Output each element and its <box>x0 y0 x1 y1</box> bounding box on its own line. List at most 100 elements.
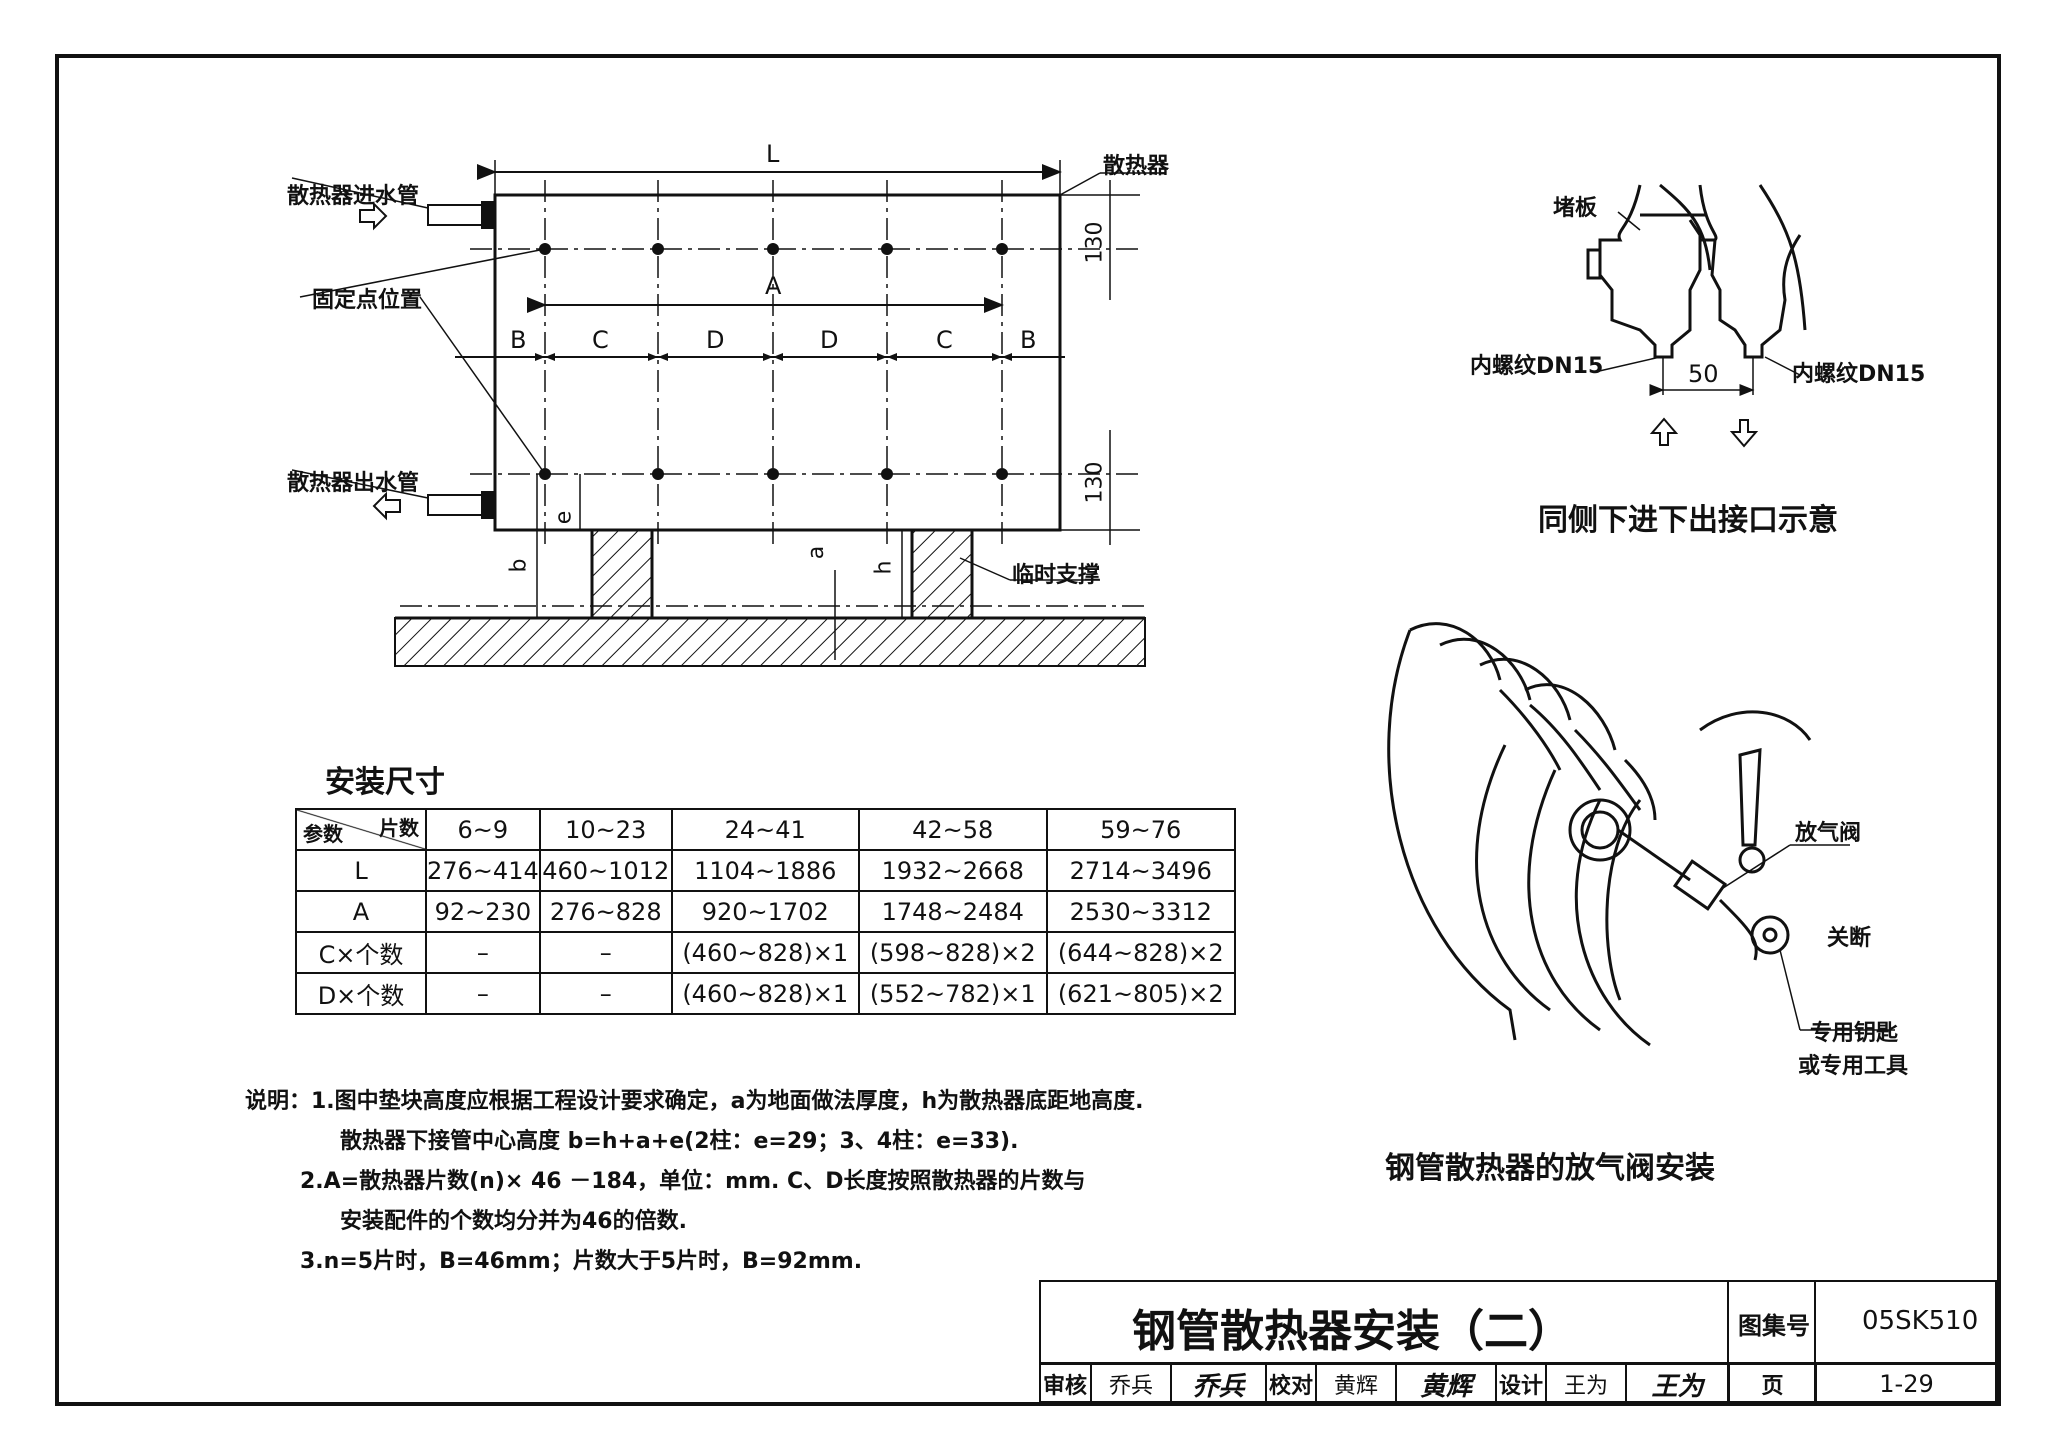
left-thread-label: 内螺纹DN15 <box>1470 354 1604 379</box>
table-cell: 460~1012 <box>538 849 673 892</box>
table-cell: 276~828 <box>538 890 673 933</box>
inlet-pipe-label: 散热器进水管 <box>287 184 420 209</box>
up-arrow-icon <box>1649 417 1679 446</box>
checker-signature: 黄辉 <box>1395 1363 1495 1403</box>
title-block-bottom-row: 审核 乔兵 乔兵 校对 黄辉 黄辉 设计 王为 王为 页 1-29 <box>1040 1281 1996 1403</box>
inlet-arrow-icon <box>359 201 388 231</box>
table-row: C×个数 – – (460~828)×1 (598~828)×2 (644~82… <box>295 931 1236 974</box>
table-cell: – <box>425 972 541 1015</box>
side-connection-detail <box>1586 183 1807 359</box>
table-col-header: 6~9 <box>425 808 541 851</box>
dim-h-label: h <box>871 560 897 575</box>
table-row-param: C×个数 <box>295 931 427 974</box>
note-line-3: 2.A=散热器片数(n)× 46 －184，单位：mm. C、D长度按照散热器的… <box>300 1169 1086 1194</box>
table-cell: (552~782)×1 <box>857 972 1048 1015</box>
corner-pieces-label: 片数 <box>379 816 419 840</box>
dim-D-right-label: D <box>820 326 839 354</box>
table-cell: (644~828)×2 <box>1045 931 1236 974</box>
page-number: 1-29 <box>1815 1363 1996 1403</box>
corner-param-label: 参数 <box>303 822 343 846</box>
atlas-number-label: 图集号 <box>1738 1312 1810 1340</box>
outlet-pipe-label: 散热器出水管 <box>287 471 420 496</box>
temporary-support-right <box>910 528 974 620</box>
drawing-title: 钢管散热器安装（二） <box>1132 1306 1572 1357</box>
table-col-header: 10~23 <box>538 808 673 851</box>
table-col-header: 59~76 <box>1045 808 1236 851</box>
table-row-param: L <box>295 849 427 892</box>
temporary-support-label: 临时支撑 <box>1012 563 1101 588</box>
table-cell: – <box>538 972 673 1015</box>
designer-signature: 王为 <box>1625 1363 1728 1403</box>
table-cell: – <box>538 931 673 974</box>
table-title: 安装尺寸 <box>325 765 445 800</box>
reviewer-name: 乔兵 <box>1090 1363 1170 1403</box>
table-cell: – <box>425 931 541 974</box>
review-label: 审核 <box>1040 1363 1090 1403</box>
table-row: L 276~414 460~1012 1104~1886 1932~2668 2… <box>295 849 1236 892</box>
note-line-4: 安装配件的个数均分并为46的倍数. <box>340 1209 687 1234</box>
dim-130-top-label: 130 <box>1082 221 1108 264</box>
dim-B-right-label: B <box>1020 326 1037 354</box>
dim-A-label: A <box>765 272 782 300</box>
dim-L-label: L <box>766 140 780 168</box>
valve-detail-caption: 钢管散热器的放气阀安装 <box>1385 1151 1715 1186</box>
table-row: A 92~230 276~828 920~1702 1748~2484 2530… <box>295 890 1236 933</box>
spacing-50-label: 50 <box>1688 360 1719 388</box>
fixing-points-label: 固定点位置 <box>312 288 423 313</box>
radiator-body <box>493 193 1062 532</box>
table-cell: 920~1702 <box>670 890 860 933</box>
plug-label: 堵板 <box>1553 196 1598 221</box>
table-cell: (460~828)×1 <box>670 972 860 1015</box>
special-tool-label: 或专用工具 <box>1798 1054 1909 1079</box>
dim-e-label: e <box>551 510 577 525</box>
table-cell: (598~828)×2 <box>857 931 1048 974</box>
table-row-param: A <box>295 890 427 933</box>
dim-130-bottom-label: 130 <box>1082 461 1108 504</box>
outlet-arrow-icon <box>372 491 401 521</box>
temporary-support-left <box>590 528 654 620</box>
radiator-perspective <box>1387 622 1812 1047</box>
table-cell: 1104~1886 <box>670 849 860 892</box>
floor-slab <box>394 617 1146 667</box>
table-cell: 276~414 <box>425 849 541 892</box>
right-thread-label: 内螺纹DN15 <box>1792 362 1926 387</box>
table-row: D×个数 – – (460~828)×1 (552~782)×1 (621~80… <box>295 972 1236 1015</box>
special-key-label: 专用钥匙 <box>1810 1021 1899 1046</box>
notes-block: 说明：1.图中垫块高度应根据工程设计要求确定，a为地面做法厚度，h为散热器底距地… <box>245 1082 1144 1282</box>
table-col-header: 24~41 <box>670 808 860 851</box>
page-label: 页 <box>1728 1363 1815 1403</box>
table-cell: (621~805)×2 <box>1045 972 1236 1015</box>
dim-C-right-label: C <box>936 326 953 354</box>
note-line-2: 散热器下接管中心高度 b=h+a+e(2柱：e=29；3、4柱：e=33). <box>340 1129 1019 1154</box>
installation-dimension-table: 片数 参数 6~9 10~23 24~41 42~58 59~76 L 276~… <box>295 808 1236 1015</box>
reviewer-signature: 乔兵 <box>1170 1363 1265 1403</box>
table-col-header: 42~58 <box>857 808 1048 851</box>
table-header-row: 片数 参数 6~9 10~23 24~41 42~58 59~76 <box>295 808 1236 851</box>
shutoff-label: 关断 <box>1827 926 1872 951</box>
design-label: 设计 <box>1495 1363 1545 1403</box>
air-valve-label: 放气阀 <box>1795 821 1862 846</box>
note-line-5: 3.n=5片时，B=46mm；片数大于5片时，B=92mm. <box>300 1249 863 1274</box>
table-cell: 92~230 <box>425 890 541 933</box>
checker-name: 黄辉 <box>1315 1363 1395 1403</box>
table-row-param: D×个数 <box>295 972 427 1015</box>
atlas-number: 05SK510 <box>1862 1306 1979 1336</box>
side-detail-caption: 同侧下进下出接口示意 <box>1538 503 1838 538</box>
dim-B-left-label: B <box>510 326 527 354</box>
dim-C-left-label: C <box>592 326 609 354</box>
note-line-1: 说明：1.图中垫块高度应根据工程设计要求确定，a为地面做法厚度，h为散热器底距地… <box>245 1089 1144 1114</box>
down-arrow-icon <box>1729 419 1759 448</box>
table-cell: 2714~3496 <box>1045 849 1236 892</box>
table-cell: 2530~3312 <box>1045 890 1236 933</box>
check-label: 校对 <box>1265 1363 1315 1403</box>
table-cell: 1932~2668 <box>857 849 1048 892</box>
fixing-point-markers <box>539 243 1008 480</box>
table-cell: (460~828)×1 <box>670 931 860 974</box>
drawing-frame <box>55 54 2001 1406</box>
dim-a-label: a <box>804 545 830 560</box>
dim-D-left-label: D <box>706 326 725 354</box>
table-corner-cell: 片数 参数 <box>295 808 427 851</box>
designer-name: 王为 <box>1545 1363 1625 1403</box>
radiator-label: 散热器 <box>1103 154 1170 179</box>
